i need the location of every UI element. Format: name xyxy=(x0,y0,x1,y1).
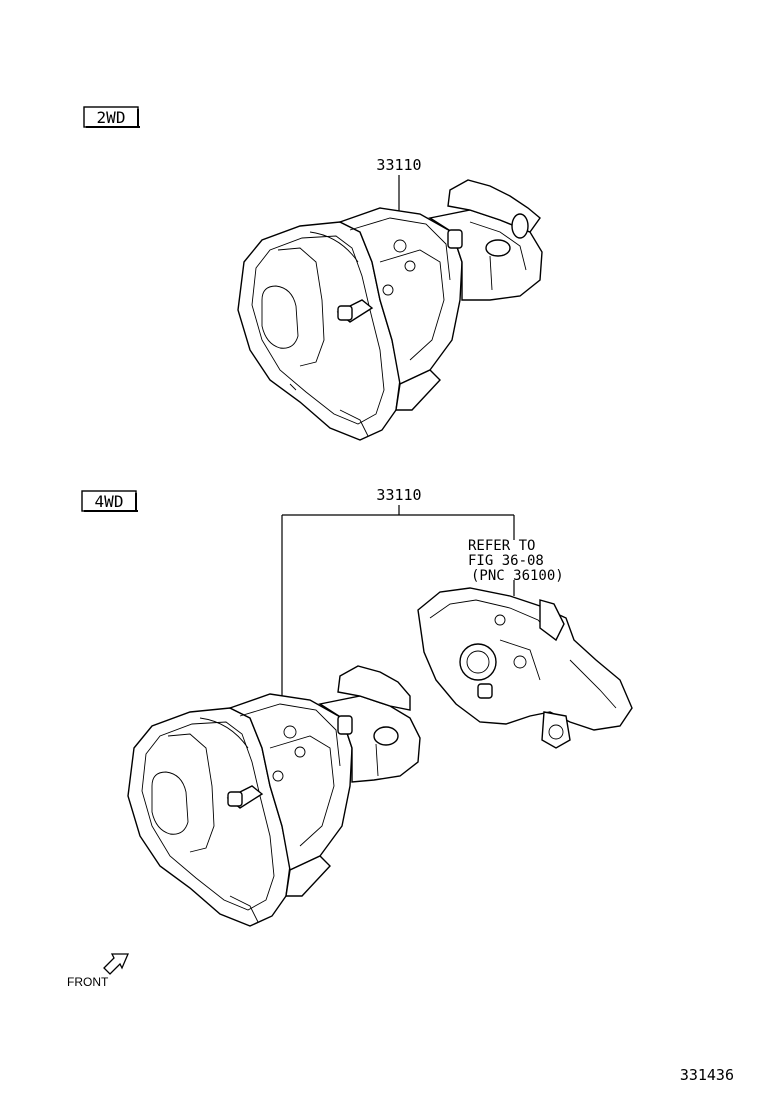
front-arrow-icon xyxy=(103,953,129,975)
section-4wd-label: 4WD xyxy=(95,492,124,511)
transmission-4wd-drawing[interactable] xyxy=(127,665,421,927)
part-number-2wd[interactable]: 33110 xyxy=(376,156,421,174)
part-number-4wd[interactable]: 33110 xyxy=(376,486,421,504)
front-indicator: FRONT xyxy=(67,953,129,989)
reference-line-1: REFER TO xyxy=(468,538,535,554)
front-label: FRONT xyxy=(67,975,109,989)
figure-number: 331436 xyxy=(680,1066,734,1084)
leader-bracket-4wd xyxy=(281,505,515,705)
reference-line-2: FIG 36-08 xyxy=(468,553,544,569)
transmission-2wd-drawing[interactable] xyxy=(237,179,543,441)
section-2wd: 2WD xyxy=(83,106,140,128)
transfer-case-drawing[interactable] xyxy=(417,587,633,749)
section-4wd: 4WD xyxy=(81,490,138,512)
section-2wd-label: 2WD xyxy=(97,108,126,127)
reference-line-3: (PNC 36100) xyxy=(471,568,564,584)
reference-note[interactable]: REFER TO FIG 36-08 (PNC 36100) xyxy=(468,538,564,584)
